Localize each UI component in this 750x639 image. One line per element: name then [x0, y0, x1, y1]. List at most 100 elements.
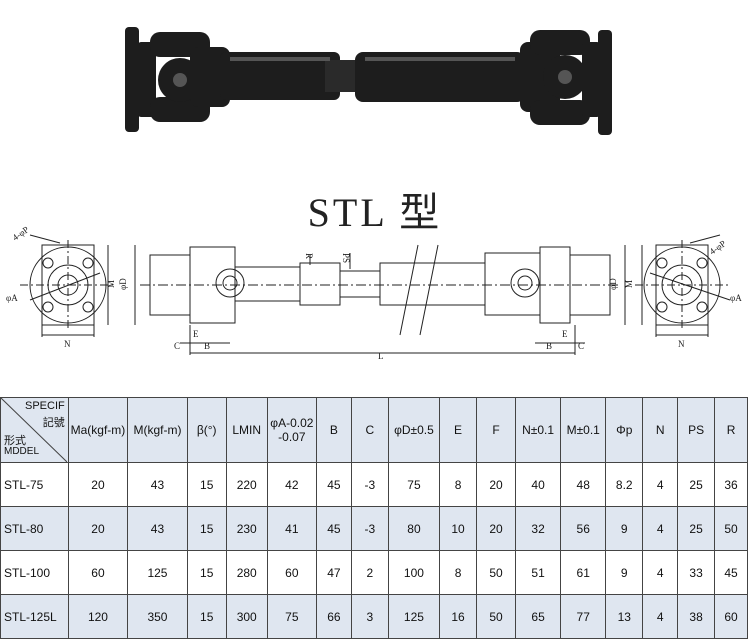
label-r: R — [304, 253, 314, 259]
label-c-right: C — [578, 341, 584, 351]
table-cell: -3 — [350, 506, 389, 551]
label-b-left: B — [204, 341, 210, 351]
table-cell: 41 — [266, 506, 317, 551]
table-cell: 20 — [476, 506, 517, 551]
right-end-view — [635, 234, 731, 337]
technical-drawing: 4-φP φA N M φD φD R PS E E C B B C L — [6, 225, 742, 361]
table-cell: 60 — [266, 550, 317, 595]
table-cell: 47 — [315, 550, 352, 595]
table-cell: 15 — [186, 462, 227, 507]
table-cell: 25 — [677, 506, 716, 551]
header-phi-p: Φp — [605, 397, 644, 463]
header-ps: PS — [677, 397, 716, 463]
table-cell: 100 — [387, 550, 441, 595]
table-cell: 15 — [186, 506, 227, 551]
table-cell: 8 — [439, 462, 478, 507]
table-cell: 65 — [515, 594, 562, 639]
table-cell: 33 — [677, 550, 716, 595]
table-cell: 4 — [642, 506, 679, 551]
table-cell: 8.2 — [605, 462, 644, 507]
left-end-view — [20, 234, 115, 337]
table-cell: 61 — [560, 550, 607, 595]
table-cell: 8 — [439, 550, 478, 595]
table-cell: 230 — [225, 506, 268, 551]
header-phi-a: φA-0.02 -0.07 — [266, 397, 317, 463]
header-lmin: LMIN — [225, 397, 268, 463]
table-cell: 220 — [225, 462, 268, 507]
header-beta: β(°) — [186, 397, 227, 463]
label-m-left: M — [106, 280, 116, 288]
label-phi-a-left: φA — [6, 293, 18, 303]
cell-model: STL-75 — [0, 462, 69, 507]
table-cell: 20 — [67, 462, 129, 507]
table-cell: 350 — [127, 594, 188, 639]
table-cell: 50 — [476, 594, 517, 639]
header-n-tol: N±0.1 — [515, 397, 562, 463]
header-phi-d: φD±0.5 — [387, 397, 441, 463]
header-r: R — [714, 397, 748, 463]
table-cell: 51 — [515, 550, 562, 595]
table-cell: 2 — [350, 550, 389, 595]
cell-model: STL-125L — [0, 594, 69, 639]
label-4-phi-p: 4-φP — [10, 225, 30, 243]
table-cell: 9 — [605, 506, 644, 551]
label-c-left: C — [174, 341, 180, 351]
table-cell: 9 — [605, 550, 644, 595]
table-cell: 125 — [387, 594, 441, 639]
table-cell: 80 — [387, 506, 441, 551]
corner-form: 形式 — [4, 435, 26, 447]
label-n-right: N — [678, 339, 685, 349]
label-b-right: B — [546, 341, 552, 351]
table-cell: 15 — [186, 594, 227, 639]
table-cell: 280 — [225, 550, 268, 595]
header-f: F — [476, 397, 517, 463]
table-header-row: SPECIF 記號 形式 MDDEL Ma(kgf-m) M(kgf-m) β(… — [0, 397, 748, 463]
table-cell: 75 — [266, 594, 317, 639]
table-cell: 15 — [186, 550, 227, 595]
table-cell: 120 — [67, 594, 129, 639]
header-corner: SPECIF 記號 形式 MDDEL — [0, 397, 69, 463]
table-cell: 60 — [67, 550, 129, 595]
table-cell: 48 — [560, 462, 607, 507]
table-cell: 125 — [127, 550, 188, 595]
table-cell: 75 — [387, 462, 441, 507]
table-cell: 300 — [225, 594, 268, 639]
table-cell: 38 — [677, 594, 716, 639]
table-cell: 20 — [67, 506, 129, 551]
table-cell: -3 — [350, 462, 389, 507]
spec-table-container: SPECIF 記號 形式 MDDEL Ma(kgf-m) M(kgf-m) β(… — [0, 397, 750, 639]
label-n-left: N — [64, 339, 71, 349]
table-cell: 45 — [714, 550, 748, 595]
label-phi-d-right: φD — [608, 278, 618, 290]
header-n: N — [642, 397, 679, 463]
table-cell: 42 — [266, 462, 317, 507]
table-cell: 4 — [642, 550, 679, 595]
table-cell: 3 — [350, 594, 389, 639]
label-4-phi-p-right: 4-φP — [707, 238, 727, 256]
table-cell: 43 — [127, 462, 188, 507]
side-view — [134, 244, 626, 355]
label-e-left: E — [193, 329, 199, 339]
table-cell: 66 — [315, 594, 352, 639]
table-cell: 10 — [439, 506, 478, 551]
label-e-right: E — [562, 329, 568, 339]
header-m-kgf: M(kgf-m) — [127, 397, 188, 463]
cell-model: STL-100 — [0, 550, 69, 595]
table-cell: 45 — [315, 462, 352, 507]
table-cell: 40 — [515, 462, 562, 507]
label-ps: PS — [341, 253, 351, 263]
table-cell: 50 — [714, 506, 748, 551]
label-m-right: M — [624, 280, 634, 288]
label-l: L — [378, 351, 384, 361]
table-cell: 32 — [515, 506, 562, 551]
table-cell: 56 — [560, 506, 607, 551]
shaft-photo — [125, 27, 612, 135]
table-cell: 45 — [315, 506, 352, 551]
header-c: C — [350, 397, 389, 463]
table-cell: 4 — [642, 594, 679, 639]
table-cell: 36 — [714, 462, 748, 507]
